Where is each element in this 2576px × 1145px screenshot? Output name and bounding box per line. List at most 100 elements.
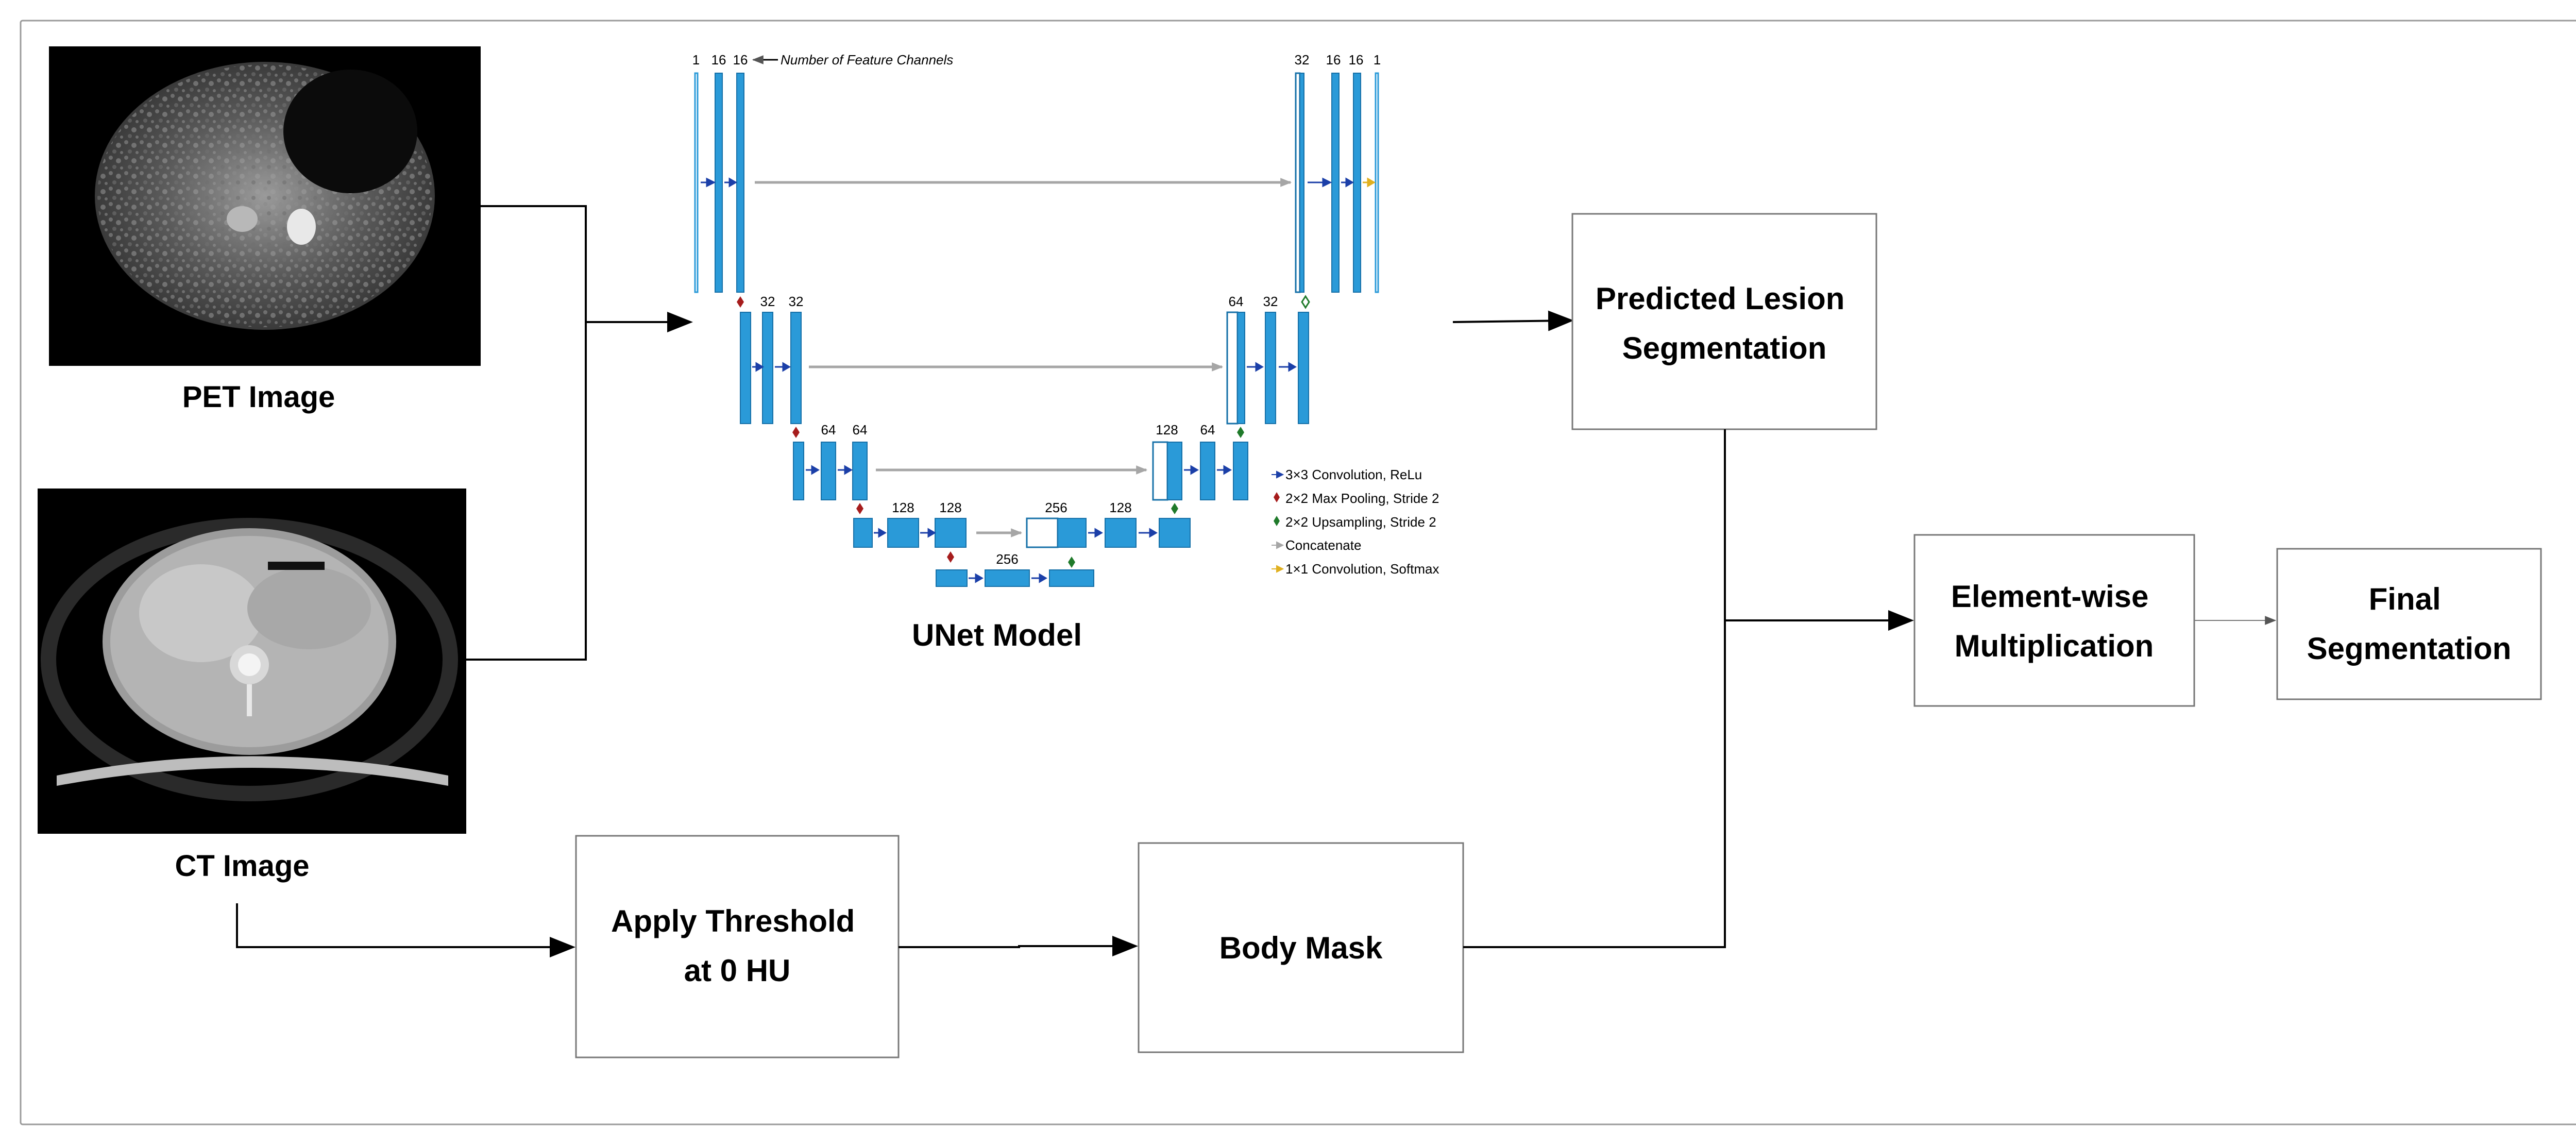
legend-softmax-icon [1272, 565, 1284, 573]
predicted-lesion-label: Predicted Lesion Segmentation [1596, 281, 1853, 365]
unet-conv-arrow [1247, 362, 1264, 372]
unet-enc4-block-c [935, 518, 967, 548]
unet-up-arrow [1068, 557, 1075, 568]
unet-enc2-ch-2: 32 [789, 294, 804, 309]
unet-conv-arrow [701, 177, 716, 188]
unet-conv-arrow [969, 573, 984, 583]
unet-enc4-block-a [853, 518, 873, 548]
unet-enc3-block-b [821, 442, 836, 500]
unet-dec4-up [1057, 518, 1087, 548]
unet-pool-arrow [737, 296, 744, 308]
unet-enc2-ch-1: 32 [760, 294, 775, 309]
unet-conv-arrow [1341, 177, 1354, 188]
final-segmentation-label: Final Segmentation [2307, 582, 2512, 666]
legend-item: Concatenate [1285, 537, 1361, 553]
pet-label: PET Image [182, 380, 335, 414]
unet-up-arrow [1301, 295, 1310, 309]
unet-enc4-block-b [887, 518, 919, 548]
unet-conv-arrow [775, 362, 791, 372]
unet-conv-arrow [838, 465, 853, 475]
unet-enc1-ch-2: 16 [711, 52, 726, 68]
ct-image [38, 489, 466, 834]
unet-enc2-block-b [762, 312, 773, 424]
unet-enc3-ch-2: 64 [853, 422, 868, 437]
unet-conv-arrow [1279, 362, 1297, 372]
unet-dec2-ch-2: 32 [1263, 294, 1278, 309]
unet-dec3-ch-1: 128 [1156, 422, 1178, 437]
final-segmentation-line1: Final [2369, 582, 2441, 616]
unet-dec2-block-b [1298, 312, 1309, 424]
unet-conv-arrow [1031, 573, 1047, 583]
multiplication-line1: Element-wise [1951, 579, 2148, 614]
unet-diagram: 1 16 16 Number of Feature Channels 32 32… [692, 52, 1439, 587]
unet-softmax-arrow [1363, 177, 1376, 188]
unet-dec2-block-a [1265, 312, 1276, 424]
unet-enc1-block-b [736, 73, 744, 293]
unet-dec3-concat [1152, 441, 1168, 501]
body-mask-label: Body Mask [1219, 931, 1383, 965]
unet-conv-arrow [1088, 528, 1103, 538]
mask-to-multiply-line [1463, 429, 1726, 948]
input-connectors [466, 205, 693, 661]
legend-conv-icon [1272, 470, 1284, 479]
multiplication-box [1913, 534, 2195, 707]
unet-up-arrow [1237, 427, 1244, 438]
multiplication-label: Element-wise Multiplication [1951, 579, 2157, 663]
unet-enc4-ch-2: 128 [939, 500, 961, 515]
unet-conv-arrow [1217, 465, 1232, 475]
legend-up-icon [1274, 516, 1280, 526]
legend-item: 2×2 Max Pooling, Stride 2 [1285, 491, 1439, 506]
unet-conv-arrow [920, 528, 936, 538]
unet-caption: UNet Model [912, 618, 1082, 652]
unet-dec1-block-a [1331, 73, 1340, 293]
unet-dec2-up [1237, 312, 1245, 424]
unet-dec1-ch-4: 1 [1374, 52, 1381, 68]
predicted-lesion-box [1571, 213, 1877, 430]
unet-dec1-concat [1295, 72, 1301, 293]
legend-item: 2×2 Upsampling, Stride 2 [1285, 514, 1436, 530]
unet-enc2-block-a [740, 312, 751, 424]
unet-dec1-output [1375, 72, 1379, 293]
threshold-label: Apply Threshold at 0 HU [611, 904, 863, 988]
final-segmentation-line2: Segmentation [2307, 631, 2512, 666]
threshold-line1: Apply Threshold [611, 904, 855, 938]
unet-enc3-block-c [852, 442, 868, 500]
predicted-lesion-line2: Segmentation [1622, 331, 1827, 365]
unet-dec1-ch-3: 16 [1349, 52, 1364, 68]
unet-pool-arrow [792, 427, 800, 438]
unet-dec4-concat [1026, 517, 1059, 548]
body-mask-box [1138, 842, 1464, 1053]
legend-concat-icon [1272, 541, 1284, 549]
unet-dec4-ch-2: 128 [1109, 500, 1131, 515]
unet-pool-arrow [856, 503, 863, 514]
unet-dec2-ch-1: 64 [1229, 294, 1244, 309]
unet-bottleneck-ch: 256 [996, 551, 1018, 567]
pet-image [49, 46, 481, 366]
unet-enc1-input [694, 72, 699, 293]
unet-dec1-up [1299, 73, 1304, 293]
ct-to-threshold-arrow [236, 903, 575, 957]
unet-bottleneck-block-a [936, 569, 968, 587]
unet-dec3-block-b [1233, 442, 1248, 500]
legend-item: 3×3 Convolution, ReLu [1285, 467, 1422, 482]
unet-enc4-ch-1: 128 [892, 500, 914, 515]
unet-enc3-ch-1: 64 [821, 422, 836, 437]
unet-dec1-ch-2: 16 [1326, 52, 1341, 68]
legend-item: 1×1 Convolution, Softmax [1285, 561, 1439, 577]
unet-dec2-concat [1226, 311, 1239, 425]
unet-conv-arrow [1184, 465, 1199, 475]
unet-enc2-block-c [790, 312, 802, 424]
unet-dec4-block-b [1159, 518, 1191, 548]
unet-conv-arrow [1308, 177, 1332, 188]
unet-output-arrow [1452, 310, 1574, 331]
unet-enc1-ch-3: 16 [733, 52, 748, 68]
unet-conv-arrow [1139, 528, 1158, 538]
multiplication-line2: Multiplication [1955, 629, 2154, 663]
final-segmentation-box [2276, 548, 2542, 700]
predicted-lesion-line1: Predicted Lesion [1596, 281, 1844, 316]
legend-pool-icon [1274, 492, 1280, 502]
unet-conv-arrow [724, 177, 737, 188]
unet-dec1-ch-1: 32 [1295, 52, 1310, 68]
unet-enc1-ch-1: 1 [692, 52, 700, 68]
